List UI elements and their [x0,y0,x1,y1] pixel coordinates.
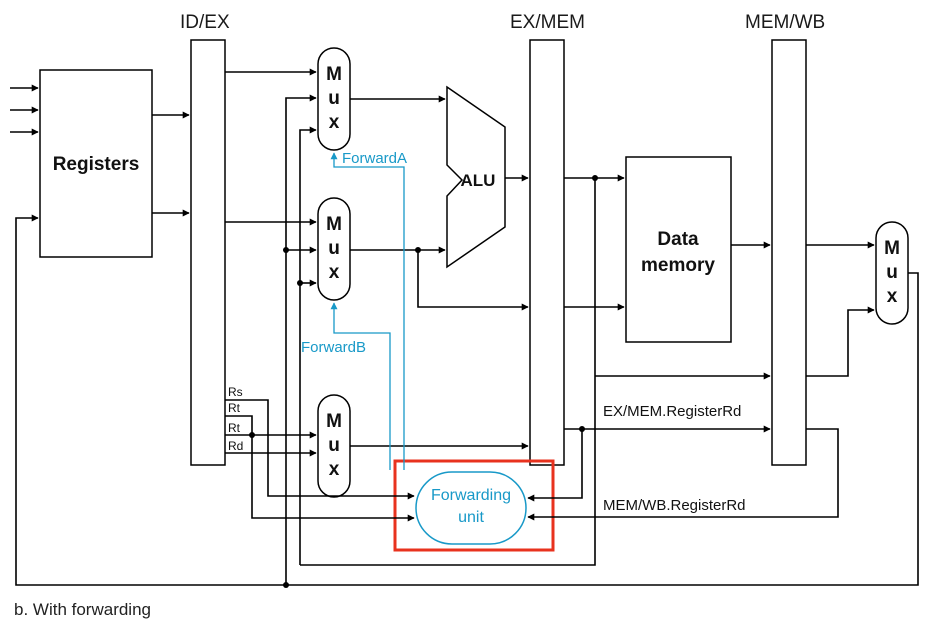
mux-wb-letter-x: x [887,286,898,307]
mux-b-letter-x: x [329,262,340,283]
mux-c-letter-u: u [328,435,340,456]
ex-mem-label: EX/MEM [510,12,585,33]
alu [446,85,506,269]
field-rt-2: Rt [228,421,241,435]
junction-300-283 [297,280,303,286]
mux-a-letter-x: x [329,112,340,133]
mem-wb-registerrd-label: MEM/WB.RegisterRd [603,497,746,514]
mux-c-letter-x: x [329,459,340,480]
forwarding-unit-label-line-2: unit [458,509,484,526]
writeback-feedback [15,214,919,586]
mem-wb-pipeline-register [771,39,807,466]
id-ex-pipeline-register [190,39,226,466]
figure-caption: b. With forwarding [14,600,151,619]
memwb-to-muxwb-2 [806,306,875,377]
mux-b-letter-u: u [328,238,340,259]
forwarding-unit-highlight [393,459,555,552]
registers-label: Registers [53,154,140,175]
data-memory-block [625,156,732,343]
alu-label: ALU [461,171,496,190]
junction-252-435 [249,432,255,438]
forwarding-unit-label-line-1: Forwarding [431,487,511,504]
rs-to-forwarding [225,399,415,500]
forward-a-label: ForwardA [342,150,407,167]
mux-wb-letter-u: u [886,262,898,283]
junction-286-250 [283,247,289,253]
mux-b [317,197,351,301]
forward-a-line [330,152,405,470]
muxa-in-3 [299,126,317,565]
mem-wb-label: MEM/WB [745,12,825,33]
forward-b-line [330,302,391,470]
mux-c-letter-m: M [326,411,342,432]
mux-a-letter-u: u [328,88,340,109]
muxa-in-2 [285,94,317,585]
id-ex-label: ID/EX [180,12,230,33]
ex-mem-registerrd-label: EX/MEM.RegisterRd [603,403,741,420]
junction-286-585 [283,582,289,588]
ex-mem-pipeline-register [529,39,565,466]
mux-wb-letter-m: M [884,238,900,259]
forwarding-unit [415,471,527,545]
data-memory-label-line-2: memory [641,255,715,276]
rt-to-forwarding [225,415,415,522]
registers-block [39,69,153,258]
field-rt-1: Rt [228,401,241,415]
mux-a-letter-m: M [326,64,342,85]
exmem-rd-to-forwarding [527,429,583,502]
forward-b-label: ForwardB [301,339,366,356]
mux-b-letter-m: M [326,214,342,235]
field-rs: Rs [228,385,243,399]
data-memory-label-line-1: Data [657,229,699,250]
field-rd: Rd [228,439,243,453]
exmem-alu-feedback [300,178,596,566]
muxb-to-exmem [417,250,529,311]
memwb-rd-to-forwarding [527,428,839,521]
